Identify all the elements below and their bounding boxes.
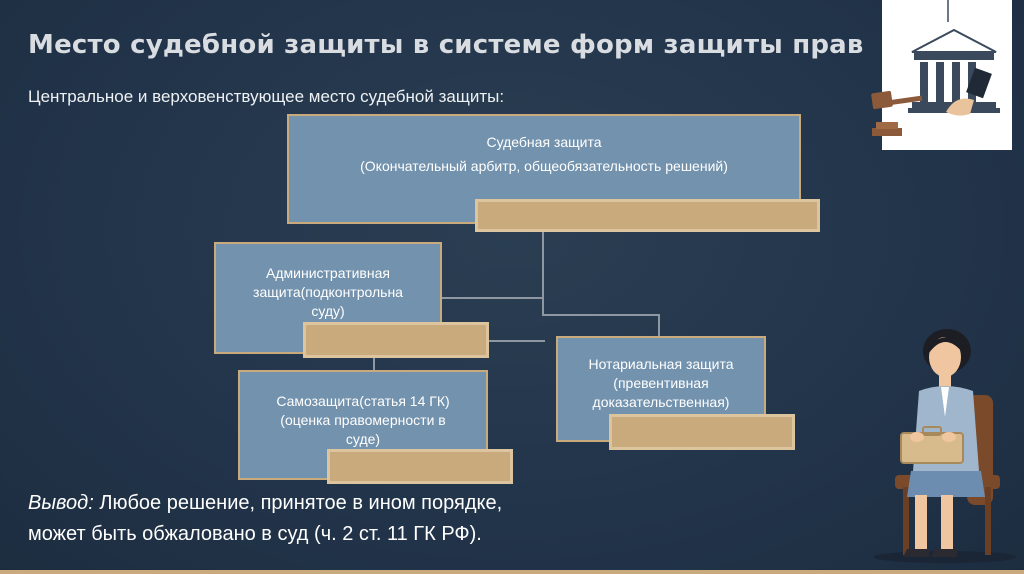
administrative-protection-line1: Административная bbox=[216, 264, 440, 283]
self-defense-line2: (оценка правомерности в bbox=[240, 411, 486, 430]
self-defense-line1: Самозащита(статья 14 ГК) bbox=[240, 392, 486, 411]
slide-title: Место судебной защиты в системе форм защ… bbox=[28, 30, 888, 60]
connector-horizontal-admin bbox=[442, 297, 543, 299]
notarial-protection-tab bbox=[609, 414, 795, 450]
connector-notarial-drop bbox=[658, 314, 660, 336]
administrative-protection-line2: защита(подконтрольна bbox=[216, 283, 440, 302]
self-defense-tab bbox=[327, 449, 513, 484]
conclusion-text: Вывод: Любое решение, принятое в ином по… bbox=[28, 488, 668, 550]
self-defense-line3: суде) bbox=[240, 430, 486, 449]
gavel-icon bbox=[866, 86, 930, 146]
notarial-protection-line2: (превентивная bbox=[558, 374, 764, 393]
notarial-protection-line3: доказательственная) bbox=[558, 393, 764, 412]
administrative-protection-line3: суду) bbox=[216, 302, 440, 321]
judicial-protection-tab bbox=[475, 199, 820, 232]
judicial-protection-title: Судебная защита bbox=[289, 133, 799, 152]
conclusion-line1: Любое решение, принятое в ином порядке, bbox=[94, 492, 502, 514]
conclusion-lead: Вывод: bbox=[28, 492, 94, 514]
administrative-protection-tab bbox=[303, 322, 489, 358]
conclusion-line2: может быть обжаловано в суд (ч. 2 ст. 11… bbox=[28, 523, 482, 545]
person-illustration bbox=[845, 325, 1020, 565]
connector-main-vertical bbox=[542, 228, 544, 316]
notarial-protection-line1: Нотариальная защита bbox=[558, 355, 764, 374]
judicial-protection-description: (Окончательный арбитр, общеобязательност… bbox=[289, 157, 799, 176]
connector-horizontal-notarial bbox=[542, 314, 660, 316]
slide-subtitle: Центральное и верховенствующее место суд… bbox=[28, 87, 728, 107]
bottom-accent-bar bbox=[0, 570, 1024, 574]
